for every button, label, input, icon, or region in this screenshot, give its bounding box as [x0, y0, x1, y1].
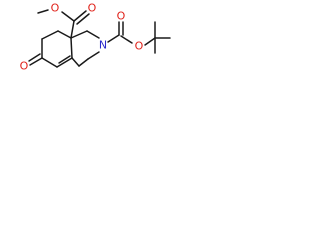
- bond-o-methyl: [37, 9, 49, 14]
- bond-c8a-c8: [57, 30, 72, 39]
- ester-double-oxygen: O: [88, 2, 97, 15]
- chemical-structure-diagram: O N O O O O: [20, 2, 171, 73]
- boc-single-oxygen: O: [135, 40, 144, 53]
- boc-group: O O: [107, 10, 171, 54]
- piperidine-ring: N: [70, 30, 107, 67]
- bond-c6-o-ketone-double: [28, 53, 41, 62]
- bond-c5-c4a: [56, 57, 73, 68]
- bond-o-tbutyl: [144, 37, 156, 46]
- bond-ester-carbonyl: [73, 10, 87, 22]
- bond-ester-carbonyl-double: [76, 13, 90, 25]
- ketone-group: O: [20, 53, 43, 73]
- bond-c3-c4: [78, 58, 89, 67]
- bond-c6-o-ketone: [29, 57, 43, 66]
- bond-c8-c7: [41, 30, 59, 40]
- boc-double-oxygen: O: [117, 10, 126, 23]
- bond-ester-single-o: [61, 11, 75, 22]
- bond-n-boc-carbon: [107, 34, 120, 43]
- bond-c1-n2: [86, 30, 100, 39]
- methyl-ester-group: O O: [37, 2, 97, 39]
- bond-c8a-ester-carbon: [70, 20, 75, 39]
- ketone-oxygen: O: [20, 60, 29, 73]
- bond-c4a-c8a: [70, 37, 73, 59]
- bond-c5-c4a-double: [58, 55, 71, 64]
- ring-nitrogen: N: [99, 39, 107, 52]
- cyclohexenone-ring: [41, 30, 73, 68]
- bond-c6-c5: [41, 57, 58, 68]
- bond-n2-c3: [87, 51, 100, 60]
- bond-boc-single-o: [120, 35, 133, 44]
- ester-single-oxygen: O: [51, 2, 60, 15]
- bond-c8a-c1: [70, 30, 88, 39]
- bond-c4-c4a: [71, 57, 80, 67]
